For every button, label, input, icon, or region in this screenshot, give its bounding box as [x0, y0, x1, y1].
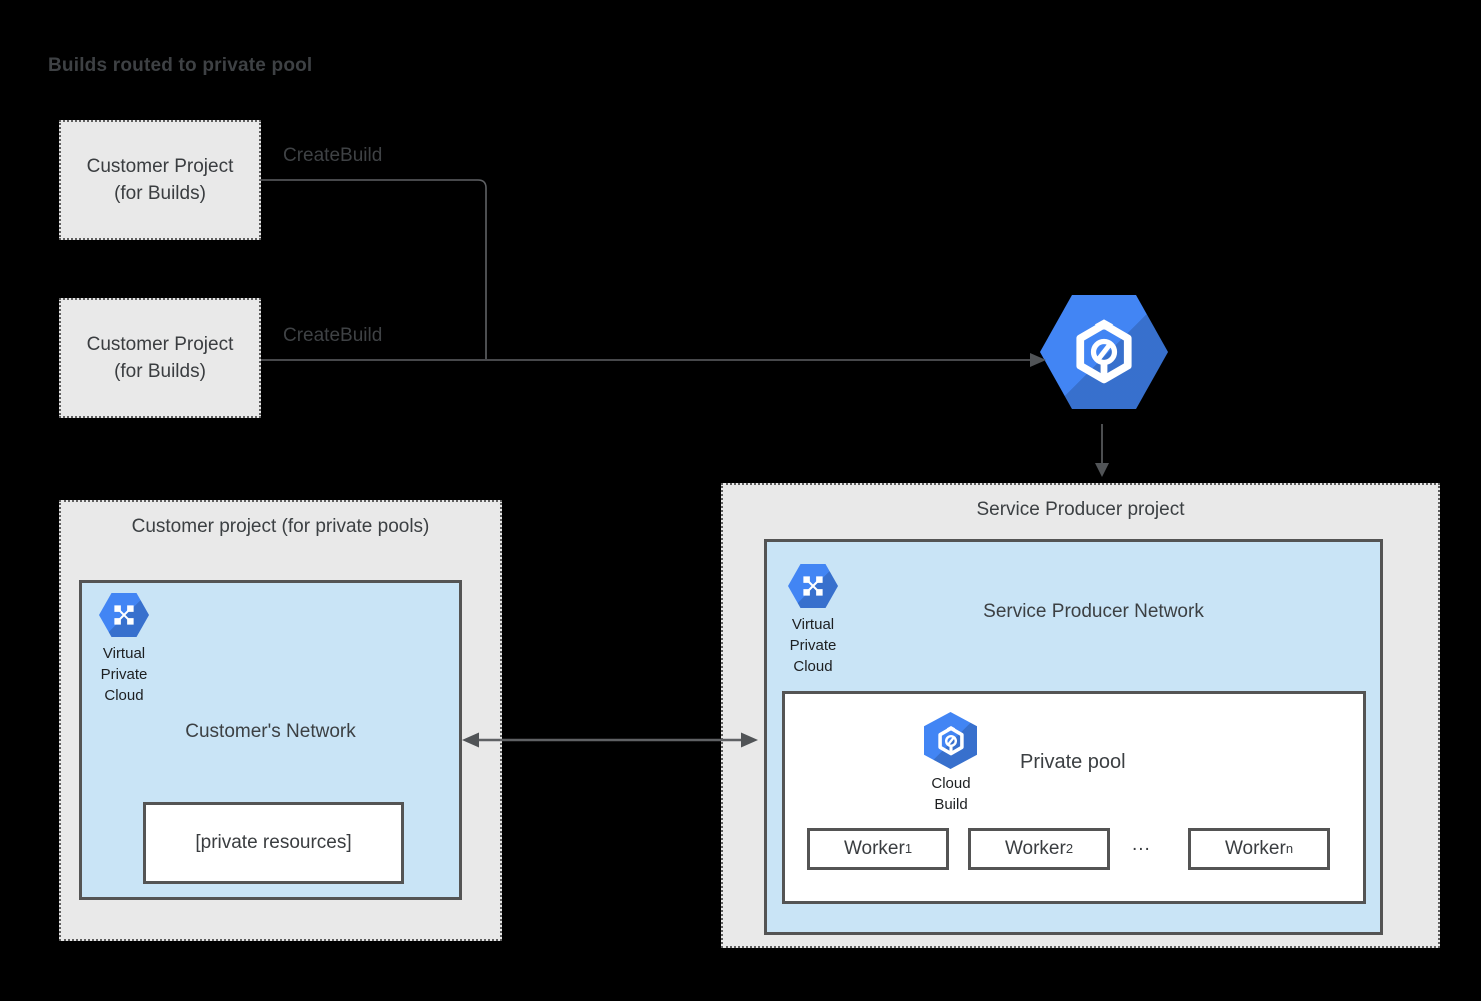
vpc-glyph	[803, 576, 823, 596]
private-pool-title: Private pool	[1020, 751, 1126, 773]
customer-build-project-2-line2: (for Builds)	[114, 361, 206, 382]
vpc-icon-label: Virtual Private Cloud	[84, 643, 164, 706]
vpc-icon-label: Virtual Private Cloud	[773, 614, 853, 677]
private-resources-label: [private resources]	[195, 832, 352, 853]
cloud-build-icon-label: Cloud Build	[911, 773, 991, 815]
arrowhead-to-service-project	[1095, 463, 1109, 477]
vpc-label-line1: Virtual	[102, 645, 146, 662]
service-producer-network-box: Virtual Private Cloud Service Producer N…	[764, 539, 1383, 935]
worker-n-label: Worker	[1224, 838, 1286, 859]
vpc-label-line1: Virtual	[791, 616, 835, 633]
vpc-label-line3: Cloud	[104, 687, 144, 704]
vpc-glyph	[114, 605, 134, 625]
cloud-build-label-line1: Cloud	[931, 775, 971, 792]
service-producer-network-title: Service Producer Network	[983, 601, 1204, 622]
diagram-title: Builds routed to private pool	[48, 55, 313, 76]
vpc-label-line2: Private	[789, 637, 837, 654]
createbuild-label-2: CreateBuild	[283, 325, 383, 346]
service-producer-project-title: Service Producer project	[976, 499, 1185, 520]
vpc-icon	[99, 593, 149, 637]
cloud-build-glyph	[937, 725, 964, 755]
cloud-build-icon	[1040, 295, 1168, 409]
customer-build-project-box-2: Customer Project (for Builds)	[59, 298, 261, 418]
service-producer-project-panel: Service Producer project Virtual Private…	[721, 483, 1440, 948]
customer-build-project-box-1: Customer Project (for Builds)	[59, 120, 261, 240]
vpc-label-line2: Private	[100, 666, 148, 683]
customer-pool-project-title: Customer project (for private pools)	[131, 516, 430, 537]
customer-network-box: Virtual Private Cloud Customer's Network…	[79, 580, 462, 900]
worker-2-label: Worker	[1004, 838, 1066, 859]
customer-build-project-2-line1: Customer Project	[86, 334, 234, 355]
private-resources-box: [private resources]	[143, 802, 404, 884]
vpc-icon	[788, 564, 838, 608]
vpc-label-line3: Cloud	[793, 658, 833, 675]
cloud-build-glyph	[1076, 319, 1132, 384]
cloud-build-icon	[924, 712, 977, 769]
createbuild-label-1: CreateBuild	[283, 145, 383, 166]
customer-network-title: Customer's Network	[185, 721, 356, 742]
workers-ellipsis: ...	[1132, 834, 1151, 855]
worker-1-label: Worker	[843, 838, 905, 859]
customer-build-project-1-line2: (for Builds)	[114, 183, 206, 204]
customer-build-project-1-line1: Customer Project	[86, 156, 234, 177]
cloud-build-label-line2: Build	[934, 796, 968, 813]
customer-pool-project-panel: Customer project (for private pools) Vir…	[59, 500, 502, 941]
